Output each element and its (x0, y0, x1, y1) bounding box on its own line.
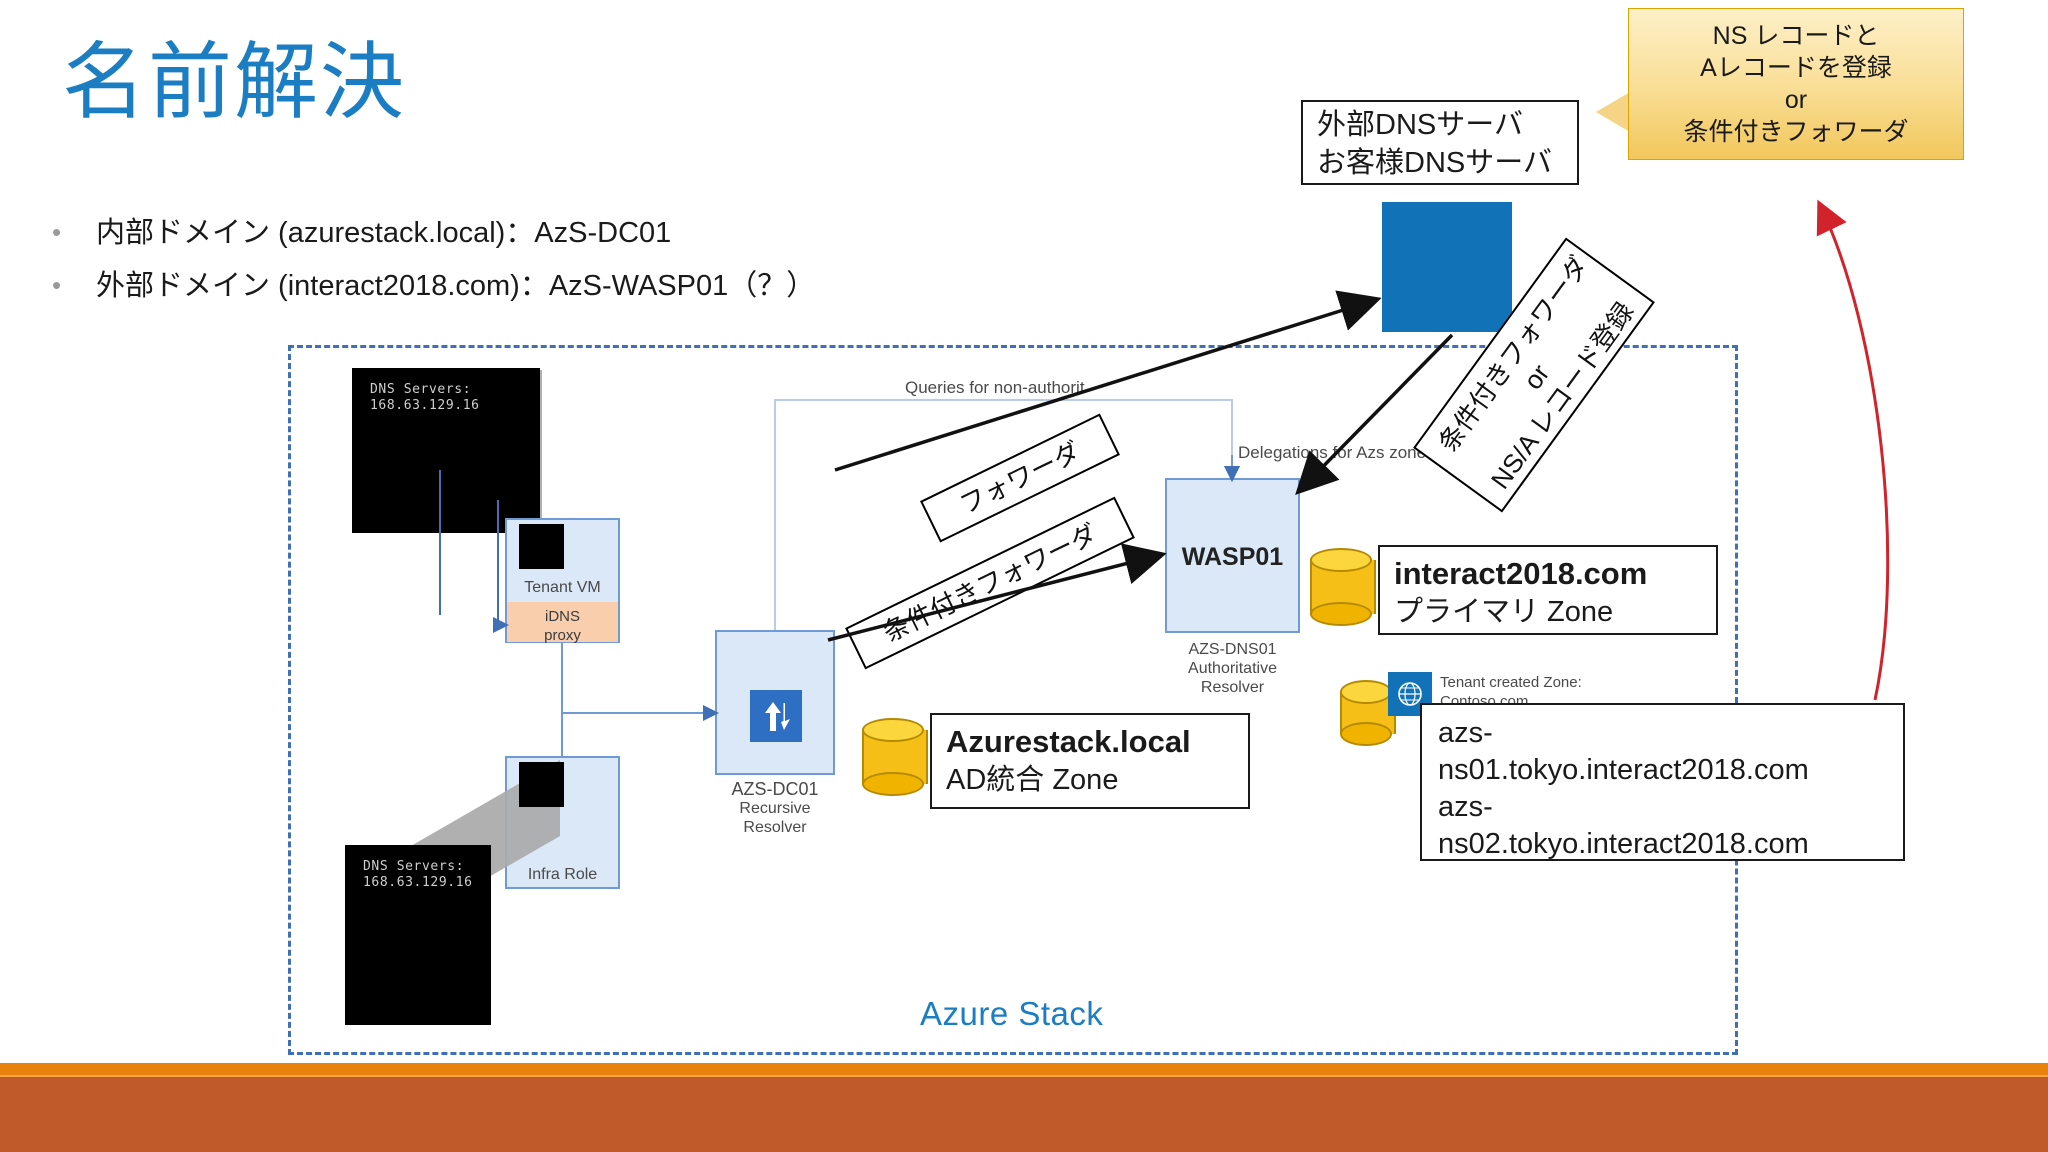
bullet-dot-icon: • (52, 270, 62, 300)
interact-zone-cylinder (1310, 548, 1376, 626)
azs-dc01-label: AZS-DC01 Recursive Resolver (705, 780, 845, 837)
footer-divider (0, 1075, 2048, 1077)
wasp01-sub3: Resolver (1200, 679, 1265, 696)
interact-zone-subtitle: プライマリ Zone (1394, 596, 1614, 628)
bullet-text: 内部ドメイン (azurestack.local)：AzS-DC01 (96, 217, 672, 249)
bullet-text: 外部ドメイン (interact2018.com)：AzS-WASP01（？） (96, 270, 816, 302)
terminal-screen-top: DNS Servers: 168.63.129.16 (352, 368, 540, 533)
interact-zone-callout: interact2018.com プライマリ Zone (1378, 545, 1718, 635)
tenant-vm-screen-icon (519, 524, 564, 569)
list-item: • 内部ドメイン (azurestack.local)：AzS-DC01 (50, 215, 1150, 251)
terminal-line: DNS Servers: (363, 859, 465, 874)
yellow-callout-line3: or (1784, 86, 1808, 114)
azurestack-local-subtitle: AD統合 Zone (946, 764, 1119, 796)
idns-proxy-line2: proxy (544, 627, 581, 644)
external-dns-callout: 外部DNSサーバ お客様DNSサーバ (1301, 100, 1579, 185)
terminal-line: DNS Servers: (370, 382, 472, 397)
page-title: 名前解決 (62, 35, 407, 129)
delegations-edge-label: Delegations for Azs zones (1238, 443, 1435, 462)
external-dns-line1: 外部DNSサーバ (1317, 109, 1523, 141)
footer-accent-bar (0, 1063, 2048, 1077)
external-dns-line2: お客様DNSサーバ (1317, 147, 1552, 179)
ns-records-line3: azs- (1438, 791, 1493, 823)
infra-role-label: Infra Role (527, 866, 598, 883)
azure-stack-label: Azure Stack (920, 995, 1104, 1032)
azurestack-local-zone-cylinder (862, 718, 928, 796)
terminal-line: 168.63.129.16 (363, 875, 473, 890)
wasp01-sub2: Authoritative (1188, 660, 1277, 677)
azs-dc01-name: AZS-DC01 (731, 779, 819, 799)
tenant-zone-cylinder (1340, 680, 1396, 746)
infra-role-screen-icon (519, 762, 564, 807)
ns-records-callout: azs- ns01.tokyo.interact2018.com azs- ns… (1420, 703, 1905, 861)
external-dns-server-box (1382, 202, 1512, 332)
bullet-list: • 内部ドメイン (azurestack.local)：AzS-DC01 • 外… (50, 215, 1150, 321)
globe-glyph (1398, 682, 1422, 706)
azurestack-local-callout: Azurestack.local AD統合 Zone (930, 713, 1250, 809)
yellow-callout-line4: 条件付きフォワーダ (1683, 118, 1909, 146)
interact-zone-title: interact2018.com (1394, 556, 1648, 591)
wasp01-sublabel: AZS-DNS01 Authoritative Resolver (1150, 640, 1315, 697)
dns-resolver-icon (750, 690, 802, 742)
ns-records-line4: ns02.tokyo.interact2018.com (1438, 828, 1809, 860)
idns-proxy-line1: iDNS (544, 608, 580, 625)
yellow-callout-line2: Aレコードを登録 (1700, 54, 1892, 82)
ns-records-line1: azs- (1438, 717, 1493, 749)
tenant-zone-line1: Tenant created Zone: (1440, 674, 1582, 691)
queries-edge-label: Queries for non-authorit (905, 378, 1085, 397)
ns-records-line2: ns01.tokyo.interact2018.com (1438, 754, 1809, 786)
list-item: • 外部ドメイン (interact2018.com)：AzS-WASP01（？… (50, 268, 1150, 304)
azs-dc01-role-line1: Recursive (739, 800, 811, 817)
idns-proxy-badge: iDNS proxy (507, 602, 618, 644)
wasp01-sub1: AZS-DNS01 (1188, 641, 1277, 658)
azs-dc01-role-line2: Resolver (743, 819, 807, 836)
yellow-callout-tail (1596, 92, 1630, 132)
footer-bar (0, 1077, 2048, 1152)
arrow-up-down-glyph (765, 702, 790, 731)
terminal-screen-bottom: DNS Servers: 168.63.129.16 (345, 845, 491, 1025)
yellow-callout: NS レコードと Aレコードを登録 or 条件付きフォワーダ (1628, 8, 1964, 160)
terminal-line: 168.63.129.16 (370, 398, 480, 413)
yellow-callout-line1: NS レコードと (1712, 22, 1880, 50)
wasp01-name: WASP01 (1181, 543, 1284, 571)
tenant-vm-label: Tenant VM (524, 579, 601, 596)
bullet-dot-icon: • (52, 217, 62, 247)
azurestack-local-title: Azurestack.local (946, 724, 1191, 759)
